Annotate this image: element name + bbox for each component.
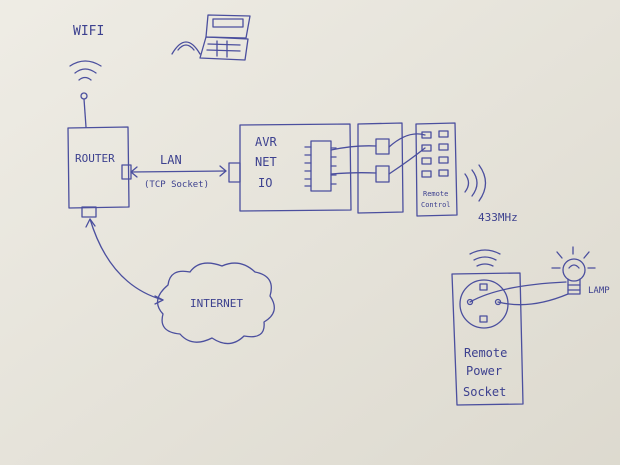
- avr-net-io-box: [228, 123, 352, 212]
- remote-control-label-line2: Control: [421, 201, 451, 209]
- relay-board: [330, 122, 404, 214]
- receiver-waves: [469, 249, 501, 267]
- laptop-icon: [171, 14, 251, 61]
- antenna-icon: [69, 60, 102, 128]
- internet-label: INTERNET: [190, 297, 243, 310]
- router-box: [67, 126, 132, 218]
- frequency-label: 433MHz: [478, 211, 518, 224]
- socket-label-line2: Power: [466, 364, 502, 378]
- avr-label-line2: NET: [255, 155, 277, 169]
- lamp-wires: [469, 281, 569, 306]
- socket-label-line1: Remote: [464, 346, 507, 360]
- lan-label: LAN: [160, 153, 182, 167]
- remote-buttons-icon: [421, 130, 449, 178]
- avr-label-line3: IO: [258, 176, 272, 190]
- socket-label-line3: Socket: [463, 385, 506, 399]
- lamp-label: LAMP: [588, 286, 610, 296]
- wifi-waves-icon: [464, 164, 487, 202]
- remote-control-label-line1: Remote: [423, 190, 448, 198]
- lan-link: [130, 165, 227, 178]
- lamp-icon: [551, 246, 596, 295]
- router-label: ROUTER: [75, 152, 115, 165]
- tcp-socket-label: (TCP Socket): [144, 180, 209, 190]
- avr-label-line1: AVR: [255, 135, 277, 149]
- wifi-label: WIFI: [73, 24, 104, 39]
- remote-control: [388, 122, 458, 217]
- internet-cloud: [156, 262, 275, 345]
